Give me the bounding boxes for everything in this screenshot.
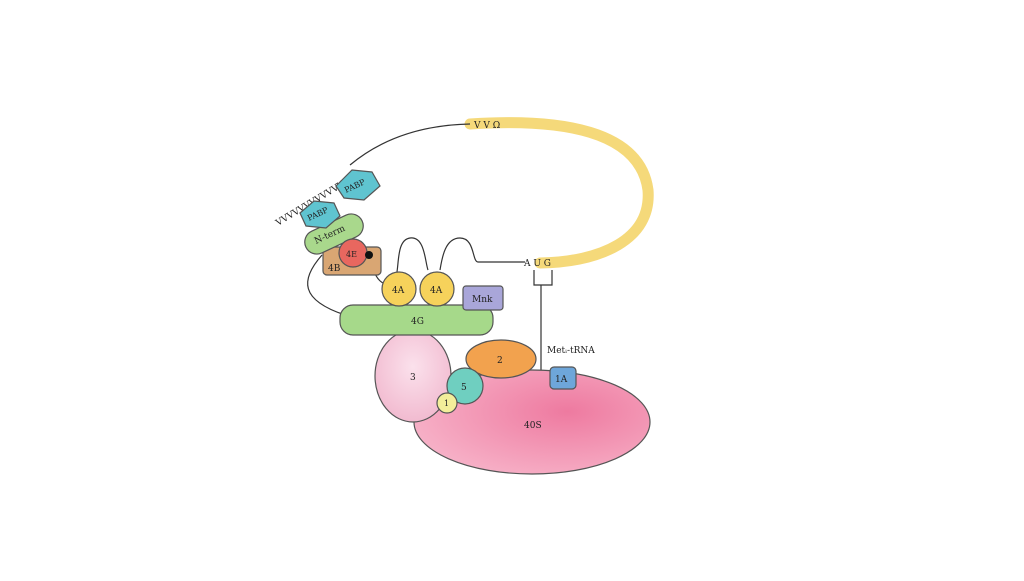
eif1a-factor [549, 366, 577, 390]
ribosome-40s-label: 40S [524, 421, 542, 431]
eif4g-scaffold [339, 304, 494, 336]
eif4b-label: 4B [328, 264, 341, 274]
trna-line [533, 270, 553, 372]
eif2-label: 2 [497, 356, 503, 366]
eif4g-label: 4G [411, 317, 424, 327]
left-connector [307, 254, 346, 316]
eif4a-1-label: 4A [392, 286, 405, 296]
eif2-factor [465, 339, 537, 379]
eif1a-label: 1A [555, 375, 568, 385]
cap-end-label: V V Ω [473, 121, 500, 131]
eif1-factor [436, 392, 458, 414]
mnk-kinase [462, 285, 504, 311]
mrna-thin-line [349, 123, 471, 166]
eif4a-2-label: 4A [430, 286, 443, 296]
eif1-label: 1 [444, 399, 449, 408]
eif4a-helicase-1 [381, 271, 417, 307]
mnk-label: Mnk [472, 295, 493, 305]
eif5-label: 5 [461, 383, 467, 393]
pabp-protein-2 [335, 169, 381, 201]
eif4e-label: 4E [346, 250, 357, 259]
eif5-factor [446, 367, 484, 405]
start-codon-label: A U G [523, 259, 551, 269]
pabp-protein-1 [299, 200, 341, 229]
mrna-cap-dot [365, 251, 373, 259]
eif3-label: 3 [410, 373, 416, 383]
trna-label: Metᵢ-tRNA [547, 346, 595, 356]
eif4a-helicase-2 [419, 271, 455, 307]
mrna-strand [464, 117, 654, 269]
mrna-loop-line [371, 237, 525, 285]
